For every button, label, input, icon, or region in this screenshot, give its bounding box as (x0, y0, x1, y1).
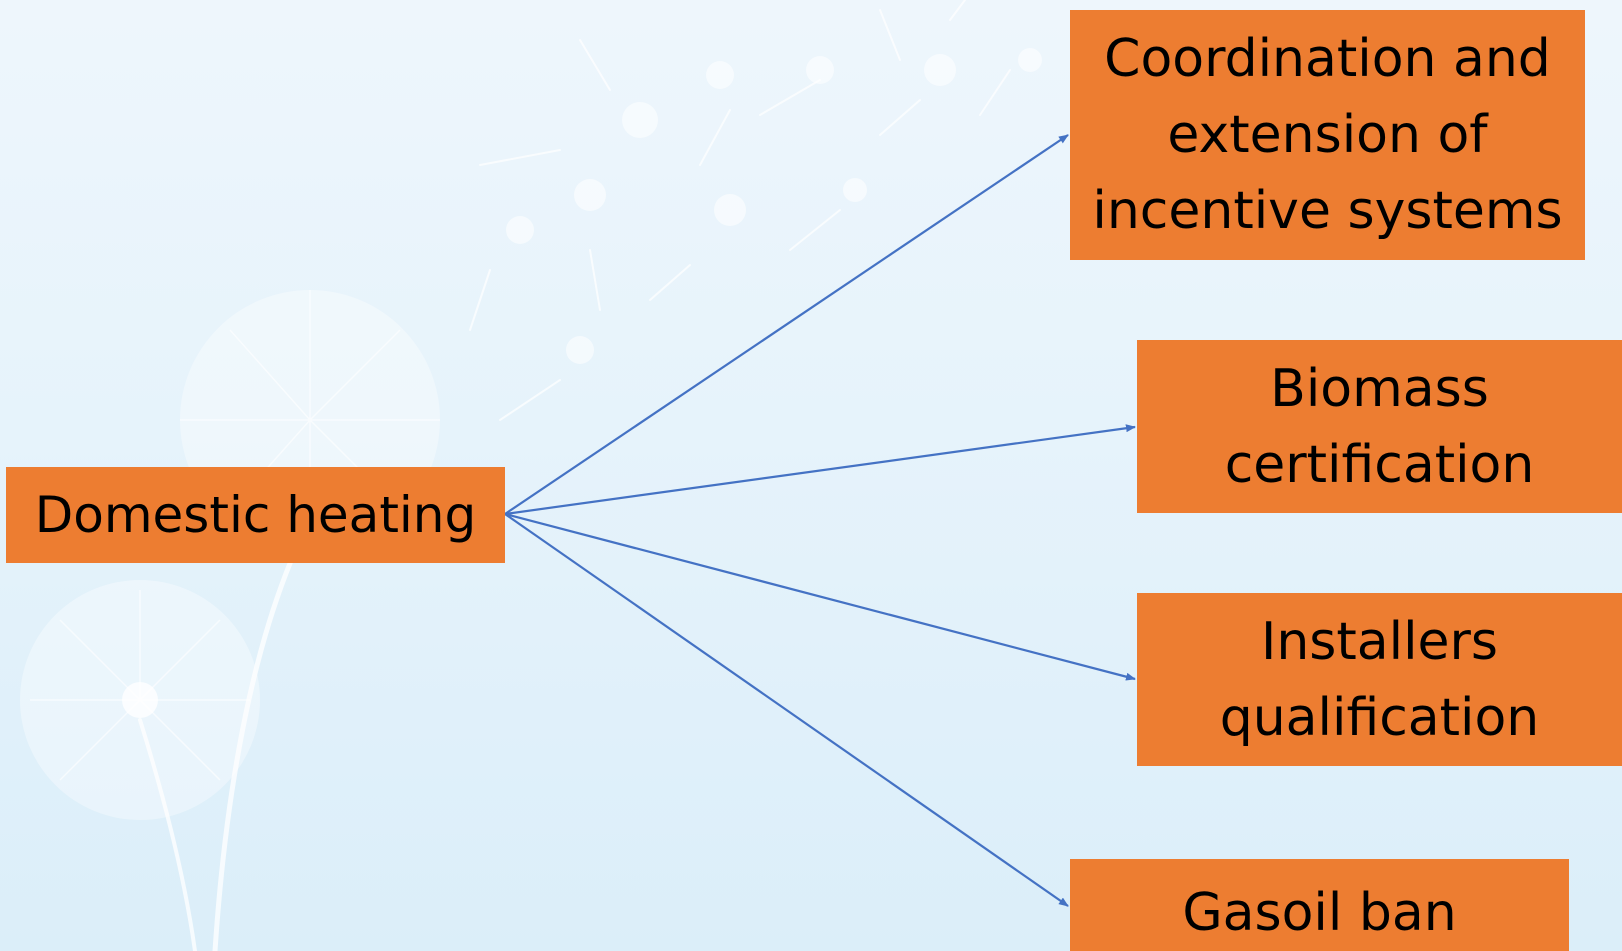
arrow-to-biomass-certification (504, 424, 1136, 516)
node-incentive-systems-line-2: extension of (1167, 105, 1488, 165)
arrow-to-installers-qualification (504, 512, 1136, 681)
node-biomass-certification: Biomass certification (1137, 340, 1622, 513)
node-incentive-systems: Coordination and extension of incentive … (1070, 10, 1585, 260)
node-installers-qualification-line-2: qualification (1219, 687, 1540, 748)
node-installers-qualification: Installers qualification (1137, 593, 1622, 766)
arrow-to-incentive-systems (504, 134, 1069, 515)
node-biomass-certification-line-1: Biomass (1270, 358, 1489, 419)
node-installers-qualification-line-1: Installers (1261, 611, 1498, 672)
node-gasoil-ban-label: Gasoil ban (1182, 883, 1457, 943)
node-gasoil-ban: Gasoil ban (1070, 859, 1569, 951)
node-incentive-systems-line-3: incentive systems (1092, 181, 1563, 241)
node-biomass-certification-line-2: certification (1224, 434, 1535, 495)
node-incentive-systems-line-1: Coordination and (1104, 29, 1551, 89)
arrow-to-gasoil-ban (504, 513, 1069, 907)
node-domestic-heating: Domestic heating (6, 467, 505, 563)
node-domestic-heating-label: Domestic heating (34, 486, 477, 544)
